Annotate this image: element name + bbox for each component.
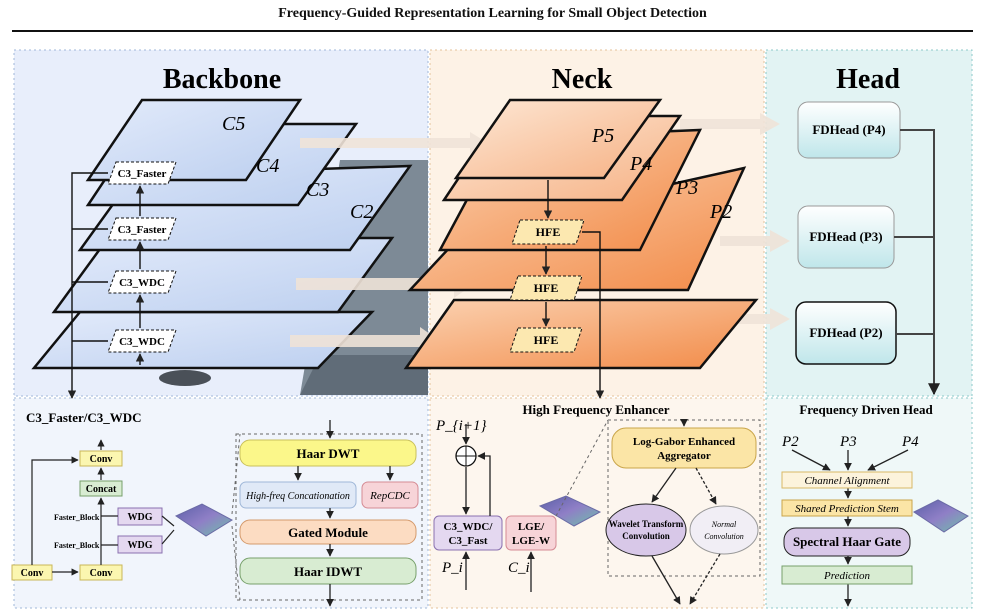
block-c3-faster-2: [107, 217, 177, 241]
conv-top-label: Conv: [90, 454, 113, 465]
head-input-p2: P2: [781, 434, 799, 450]
wavelet-line1: Wavelet Transform: [609, 519, 684, 529]
layer-label-c3: C3: [306, 179, 329, 201]
conv-left-label: Conv: [21, 568, 44, 579]
neck-title: Neck: [552, 64, 613, 95]
c3-wdc-fast-block: [433, 515, 503, 551]
lge-line1: LGE/: [518, 521, 545, 533]
hfe-panel-title: High Frequency Enhancer: [522, 402, 669, 417]
channel-alignment: [781, 471, 913, 489]
lge-line2: LGE-W: [512, 535, 550, 547]
concat-label: Concat: [86, 484, 117, 495]
lge-block: [505, 515, 557, 551]
wavelet-conv: [605, 503, 687, 557]
block-c3-wdc-1-label: C3_WDC: [119, 277, 165, 289]
page-title: Frequency-Guided Representation Learning…: [278, 6, 707, 21]
block-c3-faster-1: [107, 161, 177, 185]
high-freq-concat-label: High-freq Concationation: [245, 491, 350, 502]
layer-p5: [453, 98, 663, 180]
layer-label-p2: P2: [709, 201, 732, 223]
head-input-p3: P3: [839, 434, 857, 450]
hfe-p-next: P_{i+1}: [435, 418, 486, 434]
conv-top: [79, 450, 123, 467]
fdhead-p3-label: FDHead (P3): [809, 229, 882, 244]
head-spectrum-icon: [913, 499, 969, 533]
layer-c5: [85, 98, 303, 182]
haar-dwt-label: Haar DWT: [297, 446, 360, 461]
normal-line2: Convolution: [704, 532, 744, 541]
hfe-spectrum-icon: [538, 495, 602, 527]
layer-neck-bottom: [403, 298, 759, 370]
c3-wdc-fast-line1: C3_WDC/: [444, 521, 494, 533]
fdhead-p4-label: FDHead (P4): [812, 122, 885, 137]
log-gabor-line1: Log-Gabor Enhanced: [633, 436, 735, 448]
normal-conv: [689, 505, 759, 555]
vehicle-shape: [159, 370, 211, 386]
block-hfe-2-label: HFE: [534, 281, 559, 295]
fdhead-p2-label: FDHead (P2): [809, 325, 882, 340]
faster-block-2: Faster_Block: [54, 541, 100, 550]
head-panel-title: Frequency Driven Head: [799, 402, 933, 417]
shared-prediction-stem: [781, 499, 913, 517]
hfe-c-i: C_i: [508, 560, 530, 576]
repcdc-label: RepCDC: [369, 490, 410, 502]
concat: [79, 480, 123, 497]
shared-prediction-stem-label: Shared Prediction Stem: [795, 503, 899, 515]
haar-idwt-label: Haar IDWT: [294, 564, 362, 579]
channel-alignment-label: Channel Alignment: [804, 475, 890, 487]
log-gabor-aggregator: [611, 427, 757, 469]
spectral-haar-gate: [783, 527, 911, 557]
head-input-p4: P4: [901, 434, 919, 450]
layer-label-c2: C2: [350, 201, 373, 223]
gated-module: [239, 519, 417, 545]
block-hfe-1: [511, 219, 585, 245]
haar-idwt: [239, 557, 417, 585]
layer-label-p3: P3: [675, 177, 698, 199]
block-hfe-1-label: HFE: [536, 225, 561, 239]
high-freq-concat: [239, 481, 357, 509]
wdg-2-label: WDG: [128, 540, 153, 551]
log-gabor-line2: Aggregator: [657, 450, 711, 462]
head-title: Head: [836, 64, 900, 95]
block-hfe-3: [509, 327, 583, 353]
c3-wdc-fast-line2: C3_Fast: [448, 535, 487, 547]
repcdc: [361, 481, 419, 509]
block-c3-faster-2-label: C3_Faster: [118, 224, 167, 236]
backbone-title: Backbone: [163, 64, 281, 95]
layer-label-p5: P5: [591, 125, 614, 147]
block-c3-wdc-2-label: C3_WDC: [119, 336, 165, 348]
prediction: [781, 565, 913, 585]
normal-line1: Normal: [711, 520, 737, 529]
spectral-haar-gate-label: Spectral Haar Gate: [793, 534, 901, 549]
c3-panel-title: C3_Faster/C3_WDC: [26, 410, 142, 425]
wdg-1-label: WDG: [128, 512, 153, 523]
gated-module-label: Gated Module: [288, 525, 368, 540]
block-c3-wdc-2: [107, 329, 177, 353]
prediction-label: Prediction: [823, 570, 871, 582]
wavelet-line2: Convolution: [622, 531, 670, 541]
block-c3-wdc-1: [107, 270, 177, 294]
haar-dwt: [239, 439, 417, 467]
layer-label-c4: C4: [256, 155, 279, 177]
conv-right-label: Conv: [90, 568, 113, 579]
layer-label-p4: P4: [629, 153, 652, 175]
block-hfe-3-label: HFE: [534, 333, 559, 347]
faster-block-1: Faster_Block: [54, 513, 100, 522]
spectrum-surface-icon: [174, 503, 234, 537]
title-rule: [12, 30, 973, 32]
block-c3-faster-1-label: C3_Faster: [118, 168, 167, 180]
layer-label-c5: C5: [222, 113, 245, 135]
hfe-p-i: P_i: [441, 560, 463, 576]
block-hfe-2: [509, 275, 583, 301]
